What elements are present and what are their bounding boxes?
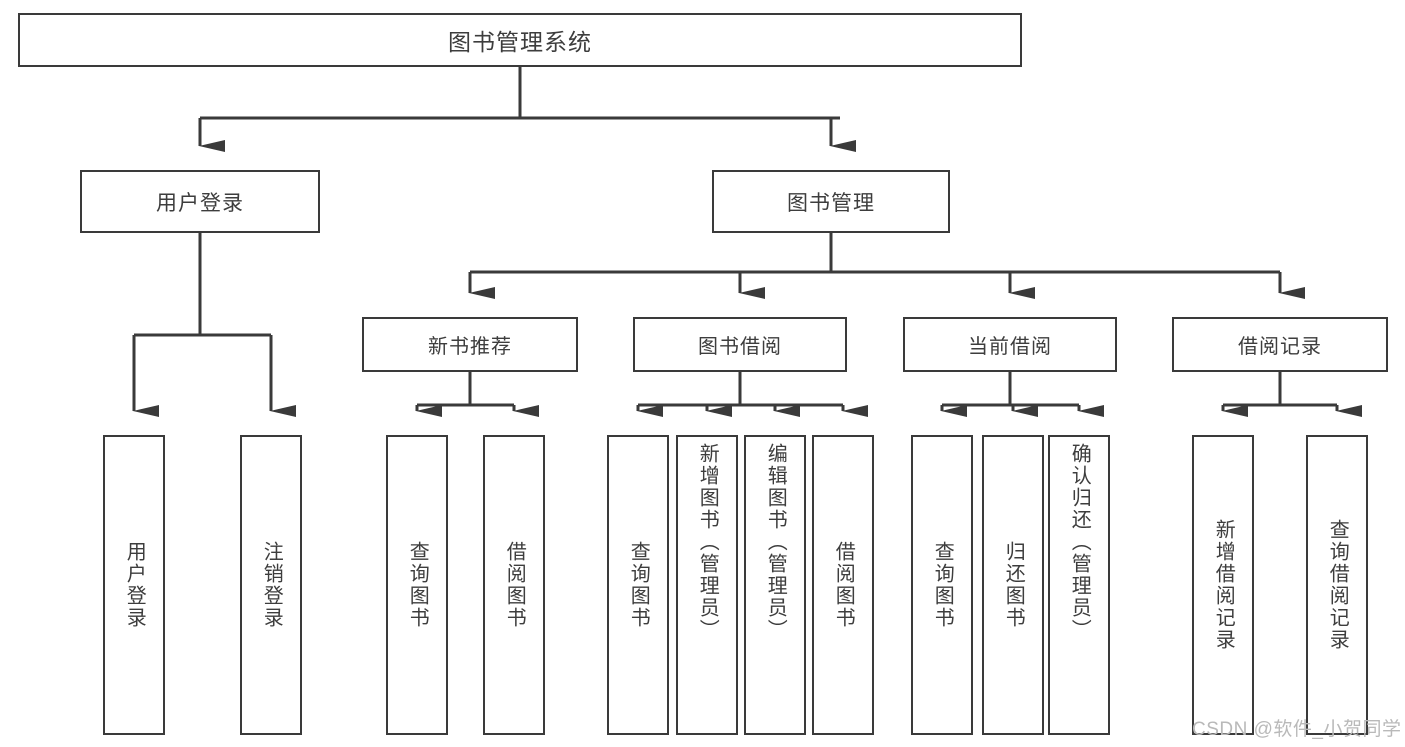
node-book-manage[interactable]: 图书管理	[712, 170, 950, 233]
edge-group-new-book-recommend	[415, 372, 539, 417]
node-leaf-add-book[interactable]: 新增图书（管理员）	[676, 435, 738, 735]
node-leaf-query-book-1-label: 查询图书	[406, 541, 429, 629]
node-leaf-add-record-label: 新增借阅记录	[1212, 519, 1235, 651]
node-leaf-edit-book[interactable]: 编辑图书（管理员）	[744, 435, 806, 735]
node-leaf-query-record[interactable]: 查询借阅记录	[1306, 435, 1368, 735]
edge-group-book-manage	[468, 233, 1305, 299]
node-leaf-query-book-3[interactable]: 查询图书	[911, 435, 973, 735]
node-leaf-logout[interactable]: 注销登录	[240, 435, 302, 735]
node-leaf-logout-label: 注销登录	[260, 541, 283, 629]
edge-group-borrow-record	[1221, 372, 1362, 417]
node-leaf-borrow-book-2-label: 借阅图书	[832, 541, 855, 629]
node-leaf-user-login[interactable]: 用户登录	[103, 435, 165, 735]
node-new-book-recommend[interactable]: 新书推荐	[362, 317, 578, 372]
node-user-login[interactable]: 用户登录	[80, 170, 320, 233]
edge-group-root	[198, 67, 856, 152]
node-current-borrow-label: 当前借阅	[968, 336, 1052, 358]
node-leaf-query-book-2-label: 查询图书	[627, 541, 650, 629]
csdn-watermark: CSDN @软件_小贺同学	[1192, 719, 1402, 740]
node-leaf-edit-book-label: 编辑图书（管理员）	[764, 443, 787, 641]
node-leaf-add-record[interactable]: 新增借阅记录	[1192, 435, 1254, 735]
node-root[interactable]: 图书管理系统	[18, 13, 1022, 67]
node-leaf-query-record-label: 查询借阅记录	[1326, 519, 1349, 651]
node-leaf-borrow-book-1-label: 借阅图书	[503, 541, 526, 629]
node-user-login-label: 用户登录	[156, 191, 244, 215]
node-book-manage-label: 图书管理	[787, 191, 875, 215]
node-leaf-confirm-return[interactable]: 确认归还（管理员）	[1048, 435, 1110, 735]
node-new-book-recommend-label: 新书推荐	[428, 336, 512, 358]
edge-group-book-borrow	[636, 372, 868, 417]
node-leaf-user-login-label: 用户登录	[123, 541, 146, 629]
node-leaf-query-book-3-label: 查询图书	[931, 541, 954, 629]
node-leaf-return-book[interactable]: 归还图书	[982, 435, 1044, 735]
node-borrow-record[interactable]: 借阅记录	[1172, 317, 1388, 372]
node-leaf-borrow-book-2[interactable]: 借阅图书	[812, 435, 874, 735]
node-leaf-return-book-label: 归还图书	[1002, 541, 1025, 629]
node-leaf-confirm-return-label: 确认归还（管理员）	[1068, 443, 1091, 641]
edge-group-user-login	[132, 233, 296, 417]
node-current-borrow[interactable]: 当前借阅	[903, 317, 1117, 372]
edge-group-current-borrow	[940, 372, 1104, 417]
node-leaf-query-book-2[interactable]: 查询图书	[607, 435, 669, 735]
node-borrow-record-label: 借阅记录	[1238, 336, 1322, 358]
node-book-borrow-label: 图书借阅	[698, 336, 782, 358]
node-leaf-add-book-label: 新增图书（管理员）	[696, 443, 719, 641]
node-book-borrow[interactable]: 图书借阅	[633, 317, 847, 372]
node-leaf-query-book-1[interactable]: 查询图书	[386, 435, 448, 735]
node-root-label: 图书管理系统	[448, 29, 592, 55]
node-leaf-borrow-book-1[interactable]: 借阅图书	[483, 435, 545, 735]
